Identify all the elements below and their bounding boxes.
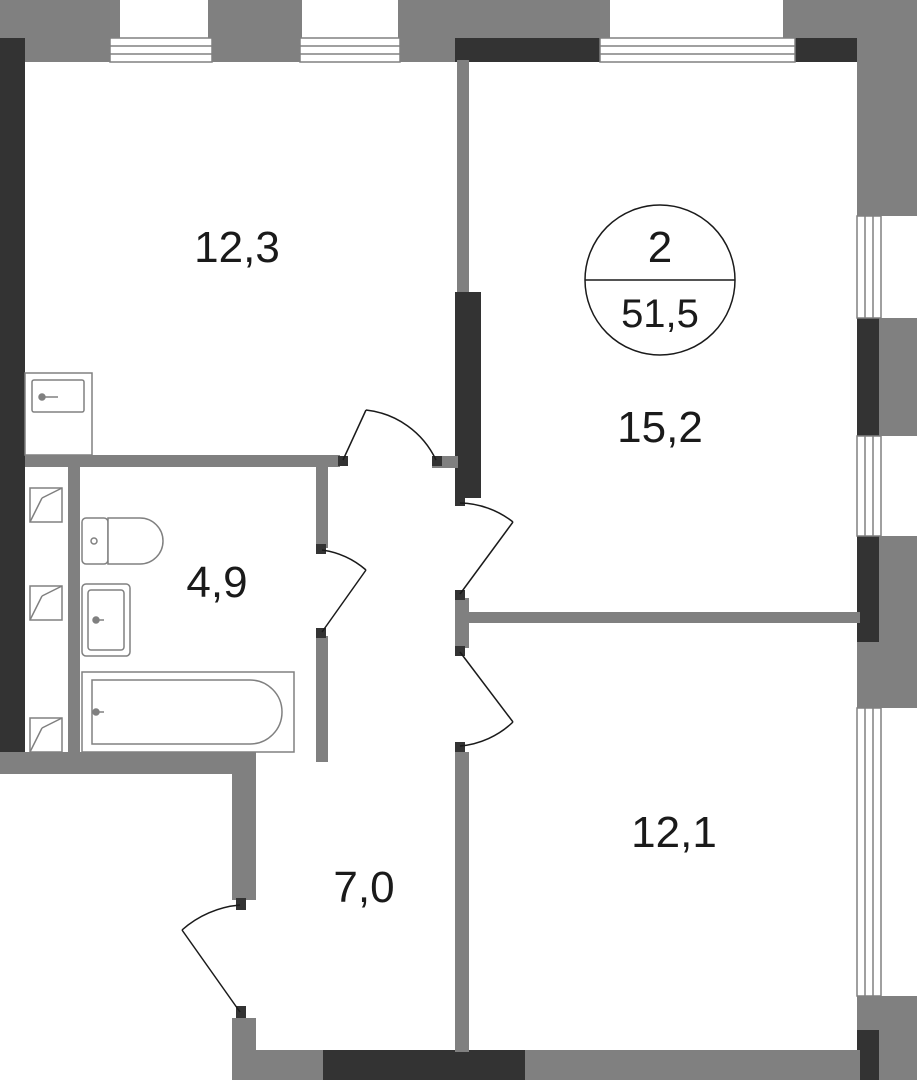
- room-area-label-hallway: 7,0: [333, 863, 394, 912]
- door-top-right-room: [459, 502, 514, 595]
- toilet: [81, 517, 164, 565]
- bath-inner-left-wall: [68, 460, 80, 760]
- bath-right-wall-lower: [316, 636, 328, 762]
- doors: [181, 409, 514, 1013]
- jamb-5: [316, 544, 326, 554]
- badge-room-count: 2: [648, 223, 672, 272]
- badge-total-area: 51,5: [621, 292, 699, 336]
- top-window-2: [299, 37, 401, 63]
- partition-center-dark: [455, 292, 481, 498]
- shaft-2: [29, 585, 63, 621]
- shaft-1: [29, 487, 63, 523]
- entrance-jamb-bottom: [236, 1006, 246, 1018]
- partition-center-top: [457, 60, 469, 300]
- hallway-left-wall-upper: [232, 772, 256, 900]
- bath-top-jamb-right: [432, 456, 442, 466]
- interior-walls: [25, 60, 860, 1052]
- apartment-badge: 2 51,5: [584, 204, 736, 356]
- jamb-4: [455, 742, 465, 752]
- ventilation-shafts: [29, 487, 63, 753]
- top-window-1: [109, 37, 213, 63]
- partition-right-rooms: [465, 612, 860, 623]
- door-bathroom: [321, 549, 367, 633]
- bottom-wall-dark: [323, 1050, 525, 1080]
- top-wall-dark-1: [455, 38, 600, 62]
- door-entrance: [181, 904, 241, 1013]
- door-top-left-room: [342, 409, 437, 461]
- right-wall-dark-1: [857, 318, 879, 436]
- right-window-3: [856, 707, 882, 997]
- right-wall-dark-2: [857, 536, 879, 642]
- jamb-1: [455, 496, 465, 506]
- top-wall-mid-1: [208, 0, 302, 62]
- right-window-1: [856, 215, 882, 319]
- partition-center-low: [455, 752, 469, 1052]
- bath-right-wall-upper: [316, 460, 328, 548]
- entrance-jamb-top: [236, 898, 246, 910]
- room-area-label-bottom-right: 12,1: [631, 808, 717, 857]
- partition-center-mid: [455, 598, 469, 648]
- jamb-3: [455, 646, 465, 656]
- room-area-label-top-left: 12,3: [194, 223, 280, 272]
- bathroom-bottom-wall: [0, 752, 256, 774]
- left-wall: [0, 38, 25, 773]
- door-bottom-right-room: [459, 651, 514, 747]
- bathtub: [81, 671, 295, 753]
- partition-bath-top: [25, 455, 340, 467]
- jamb-6: [316, 628, 326, 638]
- kitchen-sink: [24, 372, 93, 456]
- right-window-2: [856, 435, 882, 537]
- top-window-3: [599, 37, 796, 63]
- shaft-3: [29, 717, 63, 753]
- room-area-label-bathroom: 4,9: [186, 558, 247, 607]
- right-wall-dark-3: [857, 1030, 879, 1080]
- bathroom-sink: [81, 583, 131, 657]
- hallway-left-wall-lower: [232, 1018, 256, 1080]
- right-wall-top: [857, 38, 917, 216]
- jamb-2: [455, 590, 465, 600]
- room-area-label-top-right: 15,2: [617, 403, 703, 452]
- bath-top-jamb: [338, 456, 348, 466]
